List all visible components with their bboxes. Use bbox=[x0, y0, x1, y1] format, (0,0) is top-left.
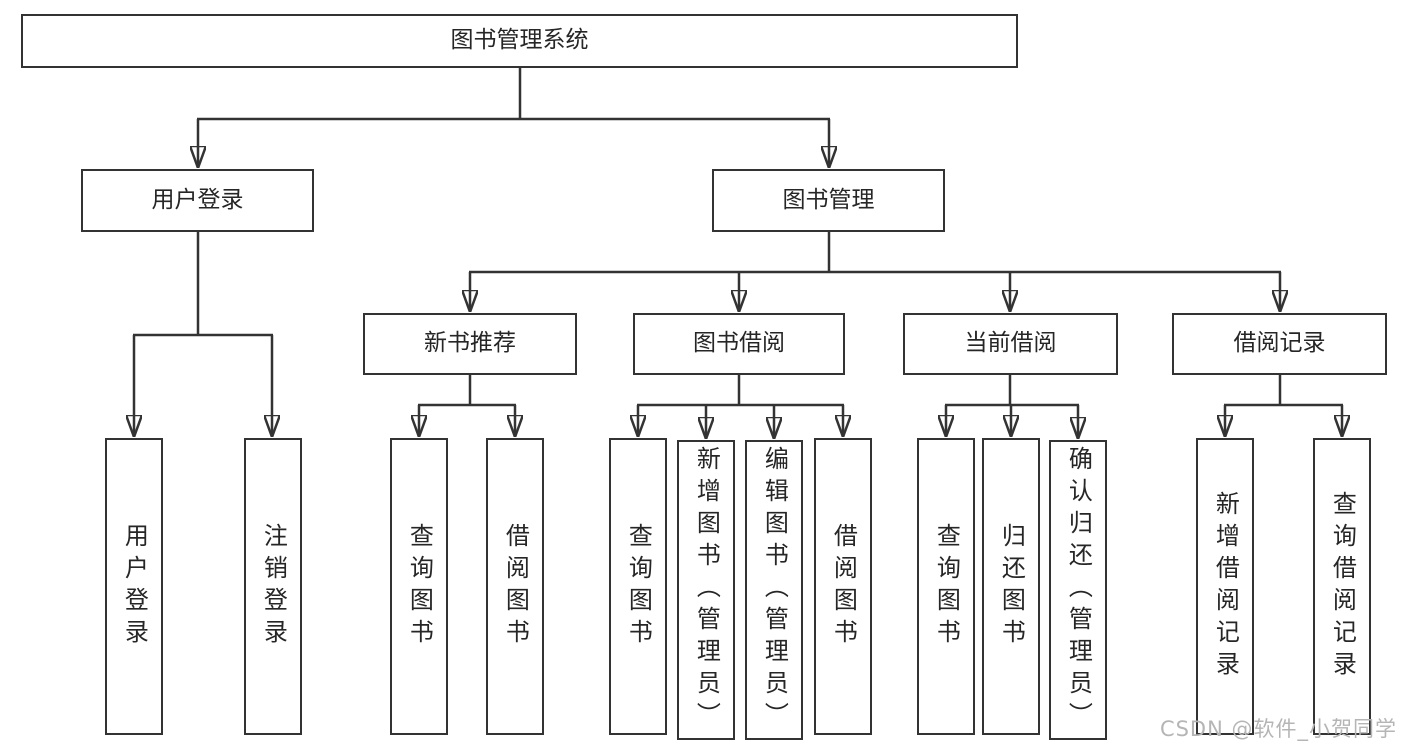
leaf-return-book-label: 归还图书 bbox=[997, 522, 1026, 651]
leaf-logout: 注销登录 bbox=[244, 438, 302, 735]
leaf-user-login-label: 用户登录 bbox=[120, 522, 149, 651]
leaf-confirm-return-admin: 确认归还（管理员） bbox=[1049, 440, 1107, 740]
leaf-borrow-book-2-label: 借阅图书 bbox=[829, 522, 858, 651]
leaf-query-borrow-record-label: 查询借阅记录 bbox=[1328, 490, 1357, 683]
node-user-login: 用户登录 bbox=[81, 169, 314, 232]
node-root-label: 图书管理系统 bbox=[450, 27, 589, 54]
leaf-edit-book-admin-label: 编辑图书（管理员） bbox=[760, 446, 789, 734]
csdn-watermark: CSDN @软件_小贺同学 bbox=[1159, 717, 1397, 741]
leaf-logout-label: 注销登录 bbox=[259, 522, 288, 651]
leaf-borrow-book-1: 借阅图书 bbox=[486, 438, 544, 735]
leaf-edit-book-admin: 编辑图书（管理员） bbox=[745, 440, 803, 740]
node-user-login-label: 用户登录 bbox=[151, 186, 244, 213]
leaf-add-borrow-record: 新增借阅记录 bbox=[1196, 438, 1254, 735]
leaf-add-borrow-record-label: 新增借阅记录 bbox=[1211, 490, 1240, 683]
node-book-management: 图书管理 bbox=[712, 169, 945, 232]
node-borrow-record-label: 借阅记录 bbox=[1233, 330, 1326, 357]
node-current-borrow: 当前借阅 bbox=[903, 313, 1118, 375]
node-borrow-record: 借阅记录 bbox=[1172, 313, 1387, 375]
leaf-borrow-book-2: 借阅图书 bbox=[814, 438, 872, 735]
node-root: 图书管理系统 bbox=[21, 14, 1018, 68]
leaf-query-book-1: 查询图书 bbox=[390, 438, 448, 735]
leaf-user-login: 用户登录 bbox=[105, 438, 163, 735]
node-current-borrow-label: 当前借阅 bbox=[964, 330, 1057, 357]
leaf-query-book-1-label: 查询图书 bbox=[405, 522, 434, 651]
node-new-book-recommend: 新书推荐 bbox=[363, 313, 577, 375]
leaf-query-book-3-label: 查询图书 bbox=[932, 522, 961, 651]
node-new-book-recommend-label: 新书推荐 bbox=[424, 330, 516, 357]
leaf-query-borrow-record: 查询借阅记录 bbox=[1313, 438, 1371, 735]
leaf-return-book: 归还图书 bbox=[982, 438, 1040, 735]
node-book-management-label: 图书管理 bbox=[782, 186, 875, 213]
leaf-add-book-admin: 新增图书（管理员） bbox=[677, 440, 735, 740]
leaf-query-book-3: 查询图书 bbox=[917, 438, 975, 735]
leaf-query-book-2-label: 查询图书 bbox=[624, 522, 653, 651]
leaf-confirm-return-admin-label: 确认归还（管理员） bbox=[1064, 446, 1093, 734]
leaf-query-book-2: 查询图书 bbox=[609, 438, 667, 735]
node-book-borrow-label: 图书借阅 bbox=[693, 330, 785, 357]
leaf-borrow-book-1-label: 借阅图书 bbox=[501, 522, 530, 651]
node-book-borrow: 图书借阅 bbox=[633, 313, 845, 375]
leaf-add-book-admin-label: 新增图书（管理员） bbox=[692, 446, 721, 734]
